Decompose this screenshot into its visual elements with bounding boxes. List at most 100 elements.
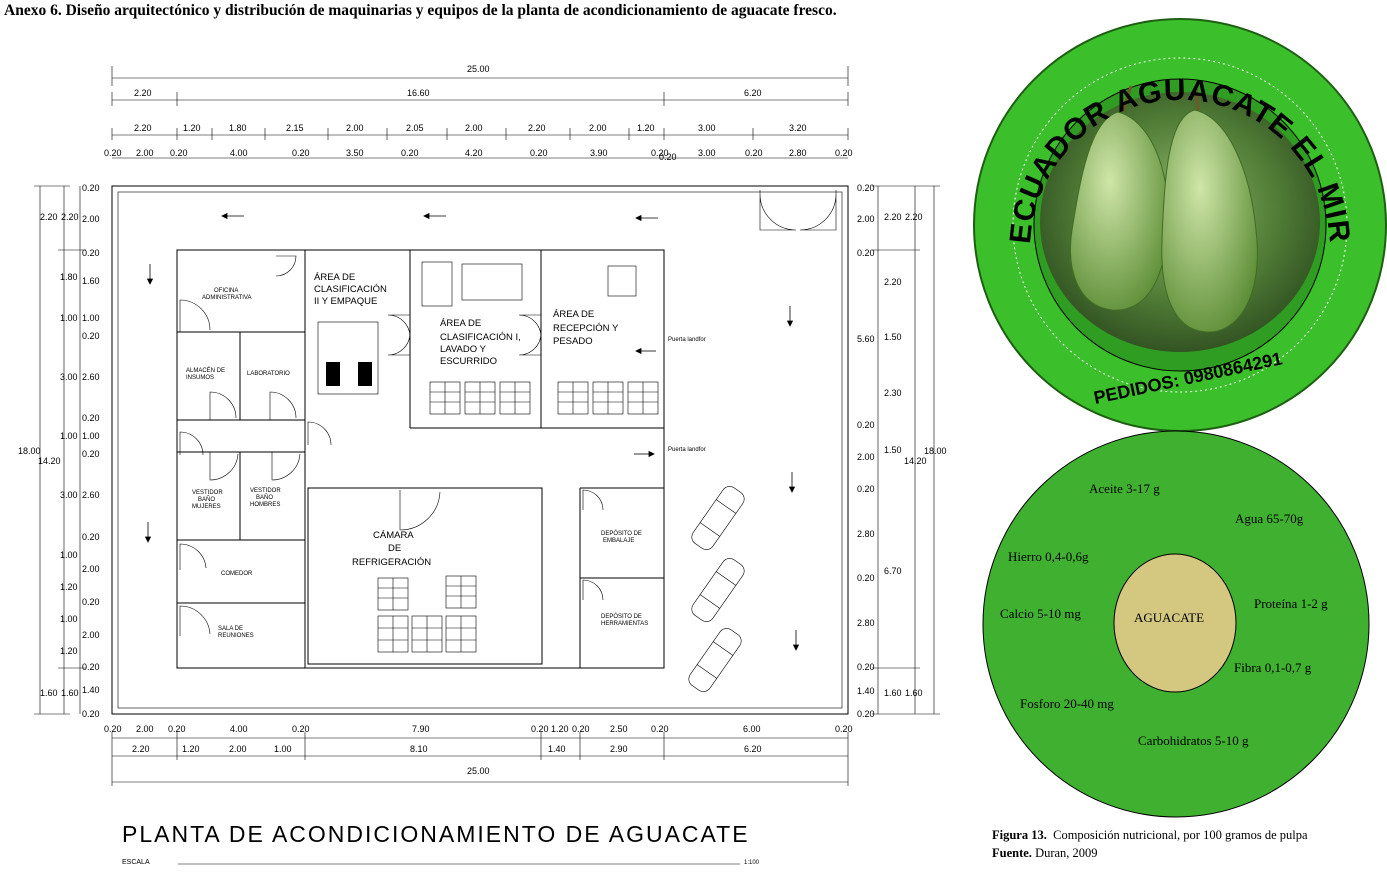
dim-left-b: 0.20 bbox=[82, 183, 100, 193]
dim-top4: 0.20 bbox=[170, 148, 188, 158]
dim-bot2: 2.20 bbox=[132, 744, 150, 754]
label-puerta-1: Puerta landfor bbox=[668, 337, 706, 343]
area-clasif1-line3: LAVADO Y bbox=[440, 344, 487, 355]
dim-bot1: 0.20 bbox=[292, 724, 310, 734]
dim-right-a: 0.20 bbox=[857, 709, 875, 719]
room-vestidor-m-line1: VESTIDOR bbox=[192, 490, 223, 496]
dim-top3: 1.80 bbox=[229, 123, 247, 133]
room-oficina-line1: OFICINA bbox=[214, 288, 238, 294]
nutrition-diagram: AGUACATE Aceite 3-17 g Agua 65-70g Hierr… bbox=[982, 430, 1370, 818]
dim-top4: 2.80 bbox=[789, 148, 807, 158]
dim-bot1: 0.20 bbox=[168, 724, 186, 734]
nutrient-item: Aceite 3-17 g bbox=[1089, 481, 1160, 496]
nutrient-item: Carbohidratos 5-10 g bbox=[1138, 733, 1249, 748]
dim-right-a: 2.80 bbox=[857, 618, 875, 628]
dim-right-b: 1.60 bbox=[884, 688, 902, 698]
dim-left-b: 1.00 bbox=[82, 431, 100, 441]
figure-label: Figura 13. bbox=[992, 828, 1047, 842]
avocado-fruit-right bbox=[1161, 109, 1258, 333]
nutrient-item: Fibra 0,1-0,7 g bbox=[1234, 660, 1312, 675]
dim-top4: 0.20 bbox=[651, 148, 669, 158]
room-labels: OFICINA ADMINISTRATIVA ALMACÉN DE INSUMO… bbox=[186, 272, 706, 639]
avocado-stem-left bbox=[1121, 85, 1133, 113]
dim-right-a: 2.00 bbox=[857, 452, 875, 462]
doors bbox=[179, 190, 837, 636]
dim-bot1: 2.00 bbox=[136, 724, 154, 734]
room-vestidor-m-line2: BAÑO bbox=[198, 496, 215, 503]
dim-right-c: 14.20 bbox=[904, 456, 927, 466]
dim-right-c: 1.60 bbox=[905, 688, 923, 698]
dim-top2-b: 16.60 bbox=[407, 88, 430, 98]
room-dep-herr-line2: HERRAMIENTAS bbox=[601, 621, 648, 627]
room-sala-line1: SALA DE bbox=[218, 626, 243, 632]
site-boundary-outer bbox=[111, 185, 849, 715]
dim-right-a: 0.20 bbox=[857, 662, 875, 672]
dim-top2-a: 2.20 bbox=[134, 88, 152, 98]
dim-left-a: 1.00 bbox=[60, 431, 78, 441]
area-clasif1-line2: CLASIFICACIÓN I, bbox=[440, 332, 521, 343]
dim-right-a: 2.80 bbox=[857, 529, 875, 539]
area-camara-line3: REFRIGERACIÓN bbox=[352, 557, 431, 568]
dim-bot2: 1.00 bbox=[274, 744, 292, 754]
dim-top3: 2.00 bbox=[465, 123, 483, 133]
dim-right-a: 2.00 bbox=[857, 214, 875, 224]
dim-bot1: 1.20 bbox=[551, 724, 569, 734]
room-vestidor-h-line1: VESTIDOR bbox=[250, 488, 281, 494]
nutrient-item: Proteína 1-2 g bbox=[1254, 596, 1328, 611]
room-almacen-line1: ALMACÉN DE bbox=[186, 367, 225, 374]
dim-left-a: 3.00 bbox=[60, 372, 78, 382]
dim-bot2: 6.20 bbox=[744, 744, 762, 754]
room-sala-line2: REUNIONES bbox=[218, 633, 254, 639]
dim-top4: 0.20 bbox=[401, 148, 419, 158]
circulation-arrows bbox=[144, 212, 800, 651]
dim-top3: 3.20 bbox=[789, 123, 807, 133]
dim-top4: 4.20 bbox=[465, 148, 483, 158]
dim-right-a: 0.20 bbox=[857, 248, 875, 258]
dim-left-b: 0.20 bbox=[82, 709, 100, 719]
dim-top3: 2.05 bbox=[406, 123, 424, 133]
dim-left-a: 3.00 bbox=[60, 490, 78, 500]
dimension-texts: 25.00 2.20 16.60 6.20 2.20 1.20 1.80 2.1… bbox=[18, 64, 947, 776]
dim-left-b: 0.20 bbox=[82, 331, 100, 341]
dim-top3: 1.20 bbox=[637, 123, 655, 133]
building-walls bbox=[176, 249, 665, 669]
dim-right-a: 1.50 bbox=[884, 445, 902, 455]
dim-left-b: 2.00 bbox=[82, 214, 100, 224]
nutrient-item: Agua 65-70g bbox=[1235, 511, 1304, 526]
dim-bot1: 0.20 bbox=[572, 724, 590, 734]
room-oficina-line2: ADMINISTRATIVA bbox=[202, 295, 251, 301]
dim-left-b: 0.20 bbox=[82, 532, 100, 542]
area-recepcion-line2: RECEPCIÓN Y bbox=[553, 323, 619, 334]
dim-top3: 2.20 bbox=[134, 123, 152, 133]
dim-bot1: 0.20 bbox=[104, 724, 122, 734]
dim-right-b: 6.70 bbox=[884, 566, 902, 576]
room-dep-herr-line1: DEPÓSITO DE bbox=[601, 613, 642, 620]
dim-bot2: 8.10 bbox=[410, 744, 428, 754]
area-clasif1-line4: ESCURRIDO bbox=[440, 356, 497, 367]
dim-bot2: 1.20 bbox=[182, 744, 200, 754]
dim-left-b: 0.20 bbox=[82, 662, 100, 672]
dim-left-b: 1.60 bbox=[82, 276, 100, 286]
dim-left-sub: 14.20 bbox=[38, 456, 61, 466]
room-laboratorio: LABORATORIO bbox=[247, 371, 290, 377]
avocado-fruit-left bbox=[1070, 111, 1169, 311]
dim-top4: 4.00 bbox=[230, 148, 248, 158]
parked-cars bbox=[688, 486, 745, 692]
dim-left-b: 0.20 bbox=[82, 413, 100, 423]
dim-top3: 2.00 bbox=[589, 123, 607, 133]
dim-top-total: 25.00 bbox=[467, 64, 490, 74]
dim-left-a: 1.00 bbox=[60, 313, 78, 323]
source-label: Fuente. bbox=[992, 846, 1032, 860]
dim-top3: 2.15 bbox=[286, 123, 304, 133]
logo-dotted-ring bbox=[1012, 57, 1348, 393]
dim-left-b: 0.20 bbox=[82, 449, 100, 459]
dim-left-a: 1.00 bbox=[60, 550, 78, 560]
dim-right-a: 0.20 bbox=[857, 573, 875, 583]
dim-top4: 3.00 bbox=[698, 148, 716, 158]
area-clasif2-line1: ÁREA DE bbox=[314, 272, 355, 283]
dim-top4: 0.20 bbox=[530, 148, 548, 158]
dim-bottom-total: 25.00 bbox=[467, 766, 490, 776]
room-vestidor-m-line3: MUJERES bbox=[192, 504, 221, 510]
dim-right-a: 1.40 bbox=[857, 686, 875, 696]
